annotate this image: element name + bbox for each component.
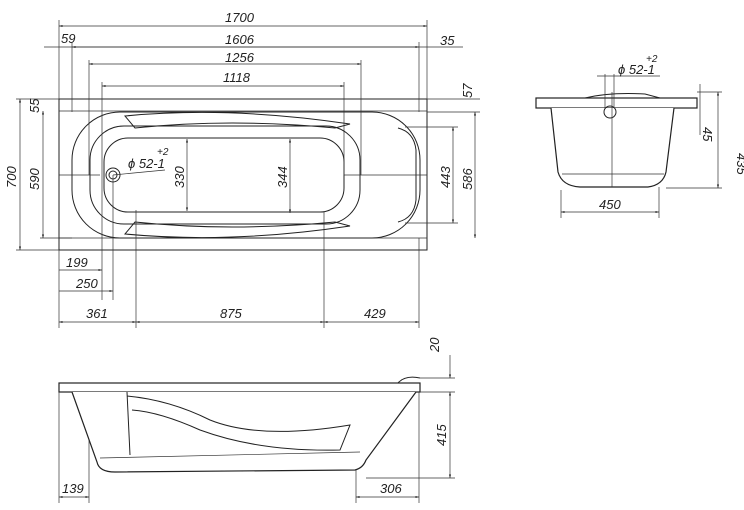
end-drain-tolerance: +2 xyxy=(646,54,658,65)
dim-361: 361 xyxy=(86,306,108,321)
side-view: 20 415 139 306 xyxy=(58,337,455,503)
dim-45: 45 xyxy=(700,127,715,142)
end-drain-label: ϕ 52-1 xyxy=(618,62,655,77)
dim-55: 55 xyxy=(27,98,42,113)
svg-text:+2: +2 xyxy=(157,147,169,158)
svg-text:ϕ 52-1: ϕ 52-1 xyxy=(128,156,165,171)
drain-label: ϕ 52-1+2 xyxy=(128,147,169,171)
dim-700: 700 xyxy=(4,166,19,188)
dim-429: 429 xyxy=(364,306,386,321)
dim-1700: 1700 xyxy=(225,10,255,25)
dim-306: 306 xyxy=(380,481,402,496)
dim-1118: 1118 xyxy=(223,70,251,85)
dim-586: 586 xyxy=(460,168,475,190)
dim-250: 250 xyxy=(75,276,98,291)
dim-875: 875 xyxy=(220,306,242,321)
dim-415: 415 xyxy=(434,424,449,446)
dim-1606: 1606 xyxy=(225,32,255,47)
dim-59: 59 xyxy=(61,31,75,46)
dim-139: 139 xyxy=(62,481,84,496)
top-view: ϕ 52-1+2 1700 1606 59 35 1256 1118 700 5… xyxy=(4,10,480,328)
dim-590: 590 xyxy=(27,168,42,190)
dim-199: 199 xyxy=(66,255,88,270)
dim-35: 35 xyxy=(440,33,455,48)
dim-330: 330 xyxy=(172,166,187,188)
dim-57: 57 xyxy=(460,83,475,98)
dim-20: 20 xyxy=(427,337,442,353)
dim-1256: 1256 xyxy=(225,50,255,65)
dim-344: 344 xyxy=(275,166,290,188)
end-view: ϕ 52-1 +2 450 435 45 xyxy=(535,54,744,218)
dim-450: 450 xyxy=(599,197,621,212)
dim-443: 443 xyxy=(438,166,453,188)
dim-435: 435 xyxy=(734,153,744,175)
